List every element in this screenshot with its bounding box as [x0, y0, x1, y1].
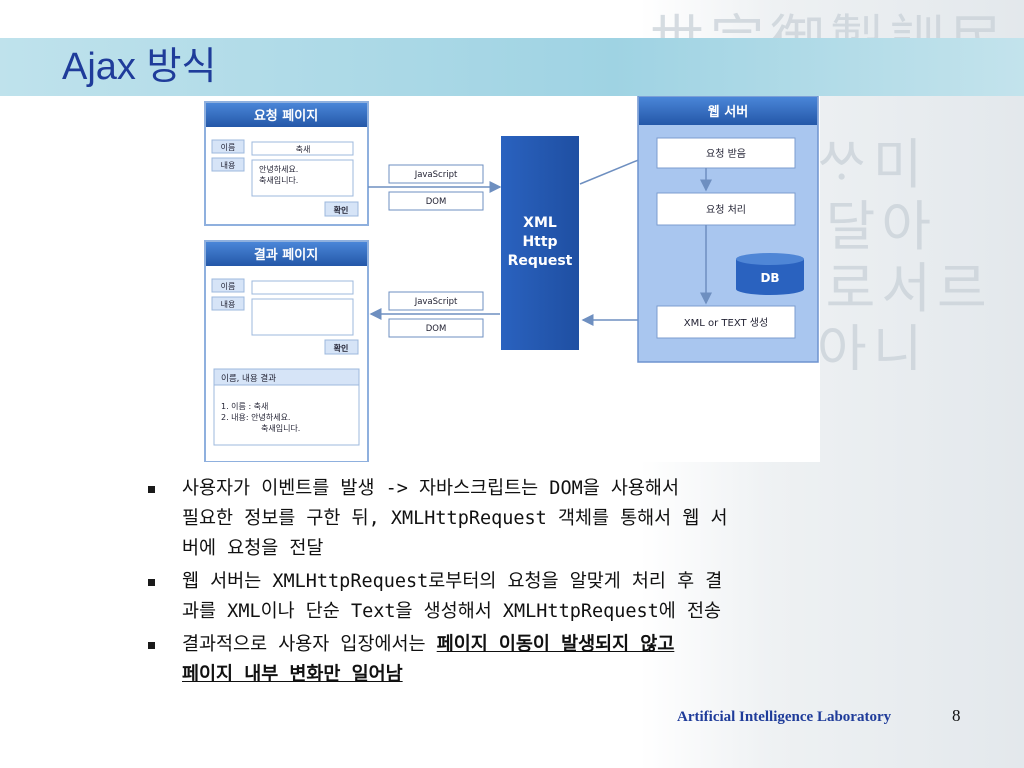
- bullet-emphasis: 페이지 내부 변화만 일어남: [182, 664, 403, 685]
- result-content-label: 내용: [221, 300, 236, 309]
- request-flow-arrow: JavaScript DOM: [368, 164, 502, 211]
- response-flow-arrow: JavaScript DOM: [369, 291, 500, 338]
- bullet-text: 과를 XML이나 단순 Text을 생성해서 XMLHttpRequest에 전…: [182, 601, 722, 622]
- bullet-text: 결과적으로 사용자 입장에서는: [182, 634, 437, 655]
- bullet-item: 웹 서버는 XMLHttpRequest로부터의 요청을 알맞게 처리 후 결 …: [148, 567, 918, 627]
- request-name-label: 이름: [221, 142, 236, 152]
- server-step-process: 요청 처리: [706, 204, 746, 216]
- top-label-dom: DOM: [426, 197, 447, 207]
- page-number: 8: [952, 706, 961, 725]
- xhr-line1: XML: [523, 215, 557, 231]
- bullet-text: 버에 요청을 전달: [182, 538, 324, 559]
- db-label: DB: [760, 271, 779, 285]
- result-line2: 2. 내용: 안녕하세요.: [221, 412, 290, 422]
- request-content-line1: 안녕하세요.: [259, 164, 298, 174]
- server-step-generate: XML or TEXT 생성: [684, 317, 768, 329]
- request-content-label: 내용: [221, 161, 236, 170]
- bullet-square-icon: [148, 642, 155, 649]
- database-icon: DB: [736, 253, 804, 295]
- title-band: [0, 38, 1024, 96]
- server-step-receive: 요청 받음: [706, 148, 746, 160]
- result-line3: 축새입니다.: [261, 423, 300, 433]
- bullet-item: 결과적으로 사용자 입장에서는 페이지 이동이 발생되지 않고 페이지 내부 변…: [148, 630, 918, 690]
- bottom-label-dom: DOM: [426, 324, 447, 334]
- result-name-label: 이름: [221, 281, 236, 291]
- request-page-title: 요청 페이지: [254, 108, 318, 124]
- top-label-javascript: JavaScript: [414, 170, 458, 180]
- slide-title: Ajax 방식: [62, 46, 217, 88]
- request-content-line2: 축새입니다.: [259, 175, 298, 185]
- bullet-list: 사용자가 이벤트를 발생 -> 자바스크립트는 DOM을 사용해서 필요한 정보…: [148, 474, 918, 693]
- footer-lab-name: Artificial Intelligence Laboratory: [677, 709, 892, 725]
- bullet-text: 웹 서버는 XMLHttpRequest로부터의 요청을 알맞게 처리 후 결: [182, 571, 723, 592]
- bullet-emphasis: 페이지 이동이 발생되지 않고: [436, 634, 675, 655]
- bullet-square-icon: [148, 579, 155, 586]
- result-confirm-button: 확인: [334, 343, 349, 353]
- request-page-panel: 요청 페이지 이름 축새 내용 안녕하세요. 축새입니다. 확인: [204, 101, 369, 226]
- request-name-value: 축새: [296, 145, 311, 154]
- bullet-text: 사용자가 이벤트를 발생 -> 자바스크립트는 DOM을 사용해서: [182, 478, 679, 499]
- result-line1: 1. 이름 : 축새: [221, 401, 268, 411]
- web-server-panel: 웹 서버 요청 받음 요청 처리 DB XML or TEXT 생성: [637, 96, 819, 363]
- bullet-square-icon: [148, 486, 155, 493]
- web-server-title: 웹 서버: [708, 104, 748, 120]
- ajax-diagram: 요청 페이지 이름 축새 내용 안녕하세요. 축새입니다. 확인 결과 페이지 …: [203, 96, 820, 462]
- result-page-panel: 결과 페이지 이름 내용 확인 이름, 내용 결과 1. 이름 : 축새 2. …: [204, 240, 369, 462]
- bottom-label-javascript: JavaScript: [414, 297, 458, 307]
- xhr-line2: Http: [522, 234, 557, 250]
- result-box-header: 이름, 내용 결과: [221, 373, 276, 384]
- result-page-title: 결과 페이지: [254, 247, 318, 263]
- bullet-text: 필요한 정보를 구한 뒤, XMLHttpRequest 객체를 통해서 웹 서: [182, 508, 728, 529]
- bullet-item: 사용자가 이벤트를 발생 -> 자바스크립트는 DOM을 사용해서 필요한 정보…: [148, 474, 918, 564]
- request-confirm-button: 확인: [334, 205, 349, 215]
- xmlhttprequest-box: XML Http Request: [501, 136, 579, 350]
- xhr-line3: Request: [508, 253, 573, 269]
